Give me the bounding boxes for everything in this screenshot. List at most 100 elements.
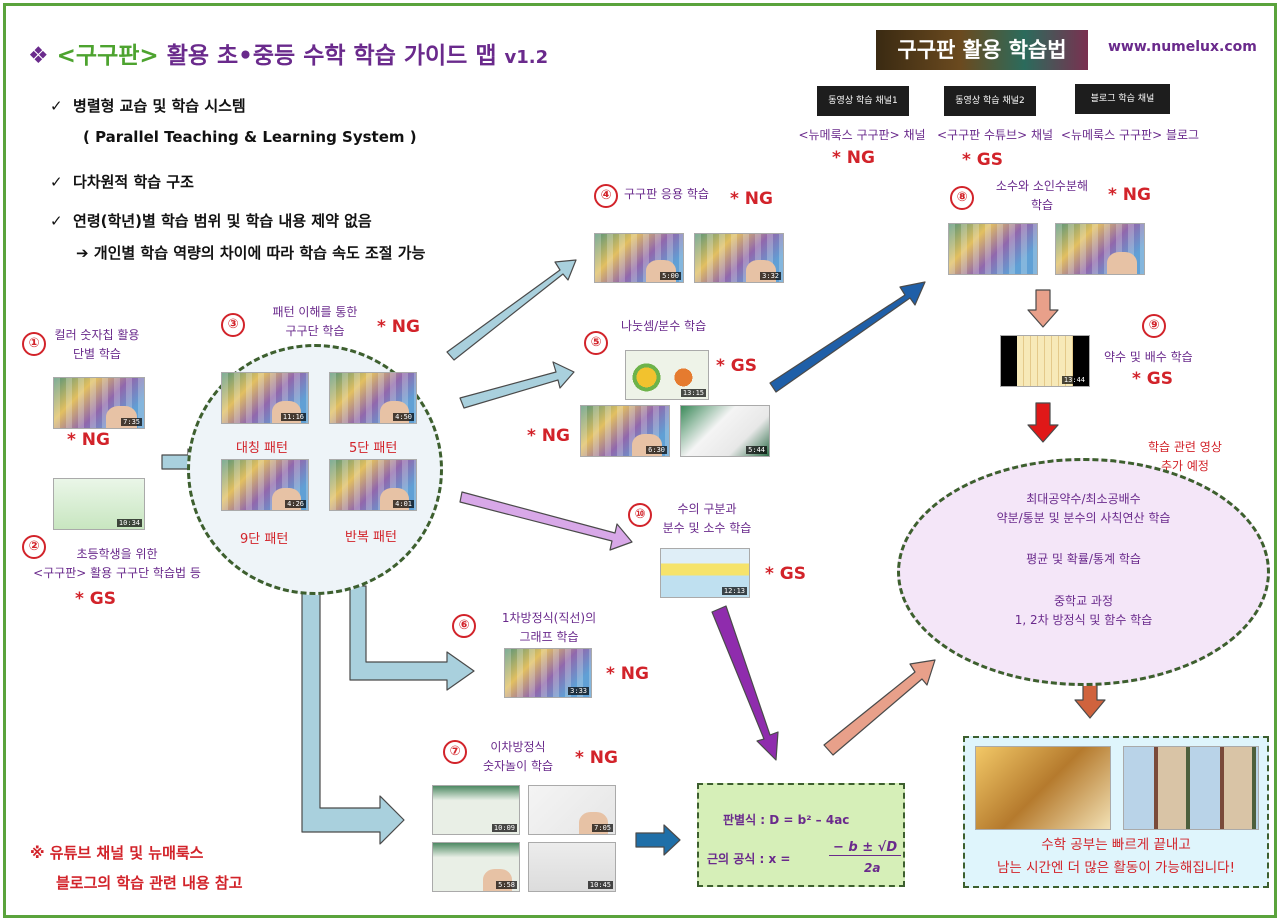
step-5-tag: * NG	[527, 426, 570, 446]
site-url[interactable]: www.numelux.com	[1108, 39, 1257, 55]
step-4-video-thumbnail[interactable]: 3:32	[694, 233, 784, 283]
travel-photo-collage	[1123, 746, 1259, 830]
pattern-video-thumbnail[interactable]: 4:01	[329, 459, 417, 511]
step-5-tag: * GS	[716, 356, 758, 376]
title-version: v1.2	[504, 47, 549, 68]
blog-channel-button[interactable]: 블로그 학습 채널	[1075, 84, 1170, 114]
pattern-label: 5단 패턴	[349, 441, 398, 456]
step-3-tag: * NG	[377, 317, 420, 337]
step-5-label: 나눗셈/분수 학습	[621, 319, 707, 333]
channel-1-button[interactable]: 동영상 학습 채널1	[817, 86, 909, 116]
step-1-video-thumbnail[interactable]: 7:35	[53, 377, 145, 429]
step-8-number: ⑧	[950, 186, 974, 210]
step-9-label: 약수 및 배수 학습	[1104, 350, 1193, 364]
arrow-8-9	[1027, 289, 1059, 328]
step-10-tag: * GS	[765, 564, 807, 584]
step-9-tag: * GS	[1132, 369, 1174, 389]
step-5-video-thumbnail[interactable]: 13:15	[625, 350, 709, 400]
feature-item: ✓ 다차원적 학습 구조	[50, 173, 194, 191]
arrow-to-5	[459, 361, 575, 409]
step-2-video-thumbnail[interactable]: 10:34	[53, 478, 145, 530]
channel-1-caption: <뉴메룩스 구구판> 채널	[798, 128, 926, 142]
feature-item: ( Parallel Teaching & Learning System )	[83, 128, 417, 146]
reference-note-line1: ※ 유튜브 채널 및 뉴매룩스	[30, 844, 204, 862]
step-8-video-thumbnail[interactable]	[1055, 223, 1145, 275]
channel-2-tag: * GS	[962, 150, 1004, 170]
quadratic-formula-box: 판별식 : D = b² – 4ac 근의 공식 : x = − b ± √D …	[697, 783, 905, 887]
title-prefix: <구구판>	[56, 43, 159, 69]
step-7-video-thumbnail[interactable]: 7:05	[528, 785, 616, 835]
step-3-number: ③	[221, 313, 245, 337]
pattern-video-thumbnail[interactable]: 11:16	[221, 372, 309, 424]
pattern-video-thumbnail[interactable]: 4:26	[221, 459, 309, 511]
arrow-10-formula	[711, 605, 779, 761]
page-frame	[3, 3, 1277, 918]
feature-item: ✓ 병렬형 교습 및 학습 시스템	[50, 97, 246, 115]
channel-2-button[interactable]: 동영상 학습 채널2	[944, 86, 1036, 116]
step-7-number: ⑦	[443, 740, 467, 764]
future-topics: 최대공약수/최소공배수 약분/통분 및 분수의 사칙연산 학습 평균 및 확률/…	[897, 490, 1270, 630]
step-9-video-thumbnail[interactable]: 13:44	[1000, 335, 1090, 387]
roots-label: 근의 공식 : x =	[707, 852, 791, 866]
title-main: 활용 초•중등 수학 학습 가이드 맵	[166, 43, 497, 69]
future-topics-ellipse	[897, 458, 1270, 686]
arrow-to-10	[459, 491, 633, 551]
step-7-video-thumbnail[interactable]: 10:45	[528, 842, 616, 892]
future-topic: 최대공약수/최소공배수	[1026, 492, 1141, 506]
arrow-9-future	[1027, 402, 1059, 443]
channel-1-tag: * NG	[832, 148, 875, 168]
step-5-video-thumbnail[interactable]: 6:30	[580, 405, 670, 457]
pattern-label: 대칭 패턴	[236, 441, 288, 456]
step-4-number: ④	[594, 184, 618, 208]
step-2-tag: * GS	[75, 589, 117, 609]
step-9-number: ⑨	[1142, 314, 1166, 338]
step-6-tag: * NG	[606, 664, 649, 684]
feature-item: ➔ 개인별 학습 역량의 차이에 따라 학습 속도 조절 가능	[76, 244, 426, 262]
step-7-video-thumbnail[interactable]: 10:09	[432, 785, 520, 835]
pattern-label: 9단 패턴	[240, 532, 289, 547]
future-topic: 평균 및 확률/통계 학습	[1026, 552, 1141, 567]
roots-denominator: 2a	[864, 861, 881, 875]
step-2-number: ②	[22, 535, 46, 559]
step-10-number: ⑩	[628, 503, 652, 527]
pattern-video-thumbnail[interactable]: 4:50	[329, 372, 417, 424]
step-6-video-thumbnail[interactable]: 3:33	[504, 648, 592, 698]
arrow-formula-future	[823, 659, 936, 756]
step-1-tag: * NG	[67, 430, 110, 450]
step-4-video-thumbnail[interactable]: 5:00	[594, 233, 684, 283]
step-8-video-thumbnail[interactable]	[948, 223, 1038, 275]
step-7-video-thumbnail[interactable]: 5:58	[432, 842, 520, 892]
arrow-to-7	[301, 589, 405, 845]
arrow-to-4	[446, 259, 577, 361]
activity-photo	[975, 746, 1111, 830]
arrow-7-formula	[635, 824, 681, 856]
step-6-number: ⑥	[452, 614, 476, 638]
discriminant-text: 판별식 : D = b² – 4ac	[723, 813, 850, 827]
page-title: ❖ <구구판> 활용 초•중등 수학 학습 가이드 맵 v1.2	[28, 36, 548, 70]
future-topic: 중학교 과정	[1053, 593, 1113, 608]
step-7-tag: * NG	[575, 748, 618, 768]
step-5-video-thumbnail[interactable]: 5:44	[680, 405, 770, 457]
arrow-to-6	[349, 585, 475, 691]
step-10-video-thumbnail[interactable]: 12:13	[660, 548, 750, 598]
title-bullet: ❖	[28, 43, 49, 69]
step-8-tag: * NG	[1108, 185, 1151, 205]
step-4-label: 구구판 응용 학습	[624, 187, 709, 201]
future-topic: 1, 2차 방정식 및 함수 학습	[1014, 612, 1153, 627]
future-topic: 약분/통분 및 분수의 사칙연산 학습	[996, 511, 1171, 526]
reference-note-line2: 블로그의 학습 관련 내용 참고	[56, 874, 243, 892]
banner-image: 구구판 활용 학습법	[876, 30, 1088, 70]
blog-caption: <뉴메룩스 구구판> 블로그	[1060, 128, 1200, 142]
roots-numerator: − b ± √D	[829, 840, 902, 856]
step-4-tag: * NG	[730, 189, 773, 209]
channel-2-caption: <구구판 수튜브> 채널	[936, 128, 1054, 142]
